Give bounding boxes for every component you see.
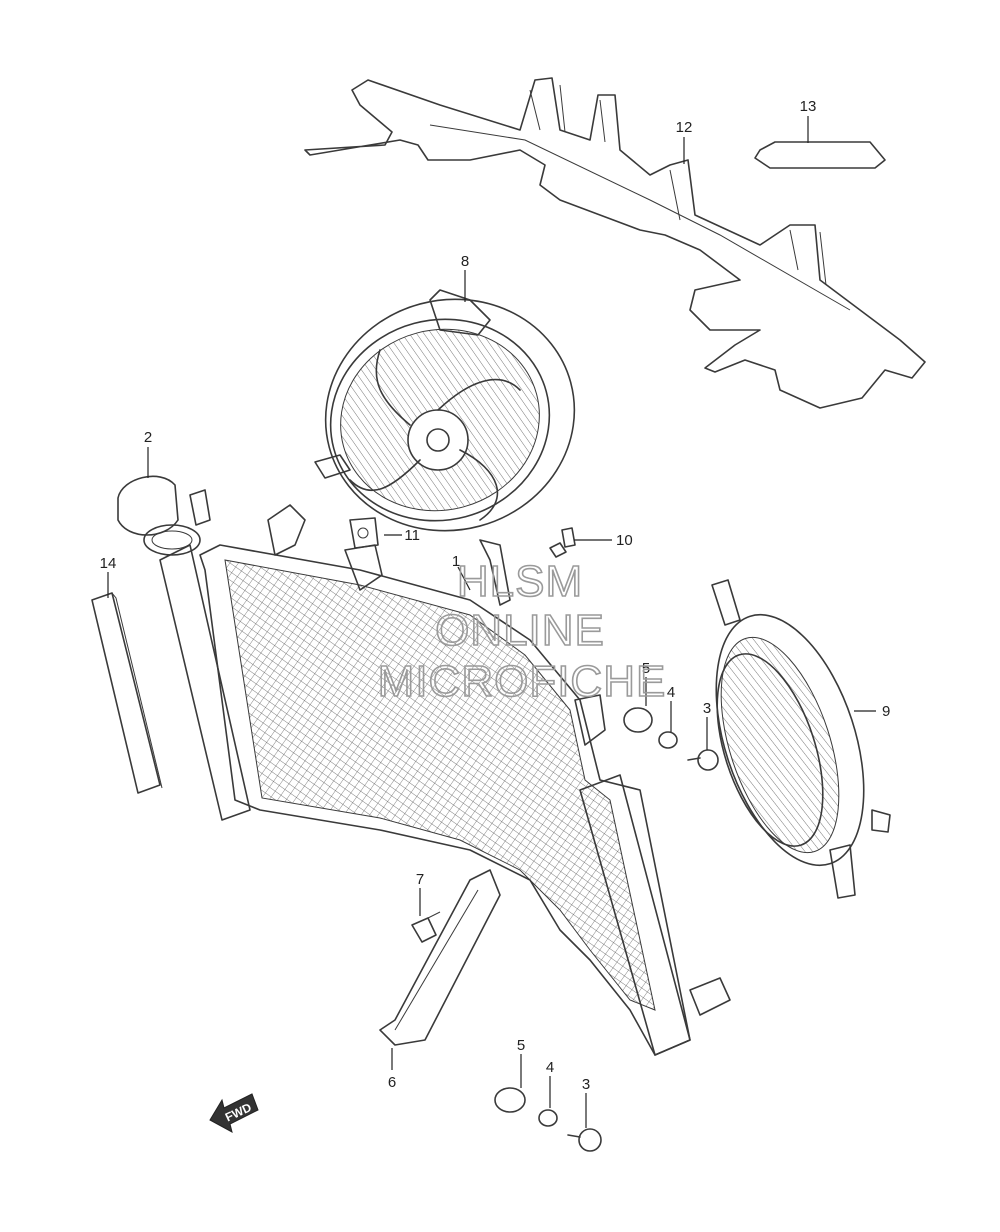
- callout-3-upper: 3: [703, 700, 711, 717]
- callout-2: 2: [144, 429, 152, 446]
- leader-lines: [107, 116, 876, 1128]
- foam-strip-part-14: [91, 592, 163, 794]
- callout-6: 6: [388, 1074, 396, 1091]
- cooling-fan-part-8: [314, 289, 576, 606]
- radiator-part-1: [159, 489, 731, 1056]
- callout-5-lower: 5: [517, 1037, 525, 1054]
- bracket-part-6: [379, 869, 501, 1046]
- fwd-label: FWD: [223, 1100, 254, 1124]
- callout-12: 12: [676, 119, 693, 136]
- callout-9: 9: [882, 703, 890, 720]
- callout-3-lower: 3: [582, 1076, 590, 1093]
- callout-13: 13: [800, 98, 817, 115]
- callout-11: 11: [404, 527, 420, 544]
- pad-part-13: [754, 141, 886, 169]
- bolt-part-7: [411, 911, 441, 943]
- watermark: HLSM ONLINE MICROFICHE: [377, 556, 667, 707]
- cooling-fan-part-9: [711, 579, 891, 899]
- callout-8: 8: [461, 253, 469, 270]
- callout-10: 10: [616, 532, 633, 549]
- wire-cover-part-12: [304, 77, 926, 409]
- watermark-line-3: MICROFICHE: [378, 657, 667, 706]
- callout-5-upper: 5: [642, 660, 650, 677]
- callout-14: 14: [100, 555, 117, 572]
- callout-labels: 2 14 8 12 13 11 10 1 9 5 4 3 7 6 5 4 3: [100, 98, 891, 1093]
- forward-arrow-icon: FWD: [209, 1093, 259, 1133]
- mount-set-upper: [623, 707, 719, 771]
- radiator-cap-part-2: [117, 475, 201, 556]
- callout-1: 1: [452, 553, 460, 570]
- clip-nut-part-11: [349, 517, 379, 549]
- watermark-line-2: ONLINE: [435, 606, 605, 655]
- callout-7: 7: [416, 871, 424, 888]
- bolt-part-10: [549, 527, 576, 558]
- watermark-line-1: HLSM: [457, 557, 583, 606]
- callout-4-lower: 4: [546, 1059, 554, 1076]
- callout-4-upper: 4: [667, 684, 675, 701]
- mount-set-lower: [494, 1087, 602, 1152]
